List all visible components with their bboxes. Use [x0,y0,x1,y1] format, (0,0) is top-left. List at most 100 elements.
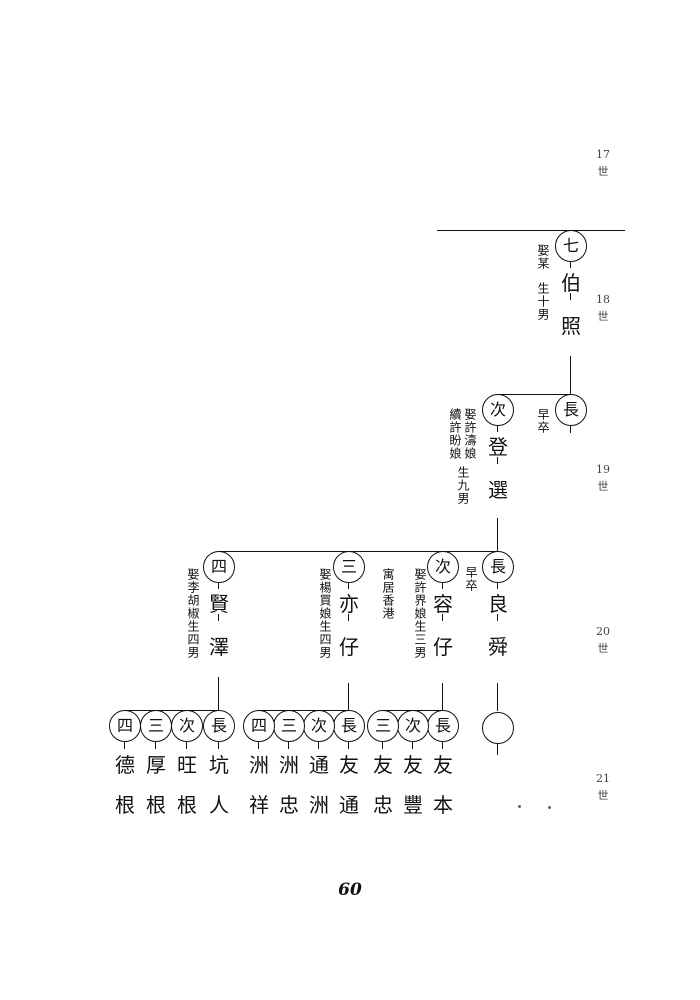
connector-tick [348,582,349,589]
person-name-char: 仔 [433,635,453,659]
person-name-char: 坑 [209,753,229,777]
birth-order-badge: 次 [482,394,514,426]
connector-tick [348,614,349,621]
person-name-char: 友 [373,753,393,777]
connector-line-to-gen19 [570,356,571,394]
person-node: 四 洲 祥 [243,710,275,820]
connector-tick [570,261,571,268]
connector-tick [218,741,219,749]
generation-number: 18 [596,293,610,306]
generation-word: 世 [597,480,609,493]
connector-line-to-gen20 [497,518,498,551]
birth-order-badge: 次 [171,710,203,742]
connector-tick [318,741,319,749]
person-node: 三 友 忠 [367,710,399,820]
person-node: 長 [555,394,587,434]
birth-order-badge: 長 [482,551,514,583]
person-name-char: 本 [433,793,453,817]
person-name-char: 友 [403,753,423,777]
connector-tick [497,614,498,621]
generation-label-18: 18 世 [592,293,614,324]
person-note: 娶某 [536,244,550,270]
person-note: 娶許界娘生三男 [413,568,427,659]
birth-order-badge: 三 [273,710,305,742]
birth-order-badge: 四 [109,710,141,742]
person-name-char: 旺 [177,753,197,777]
connector-tick [288,741,289,749]
connector-line-gen19 [497,394,571,395]
person-name-char: 忠 [279,793,299,817]
person-note: 娶許濤娘 [463,408,477,460]
connector-tick [497,457,498,464]
generation-label-17: 17 世 [592,148,614,179]
connector-tick [186,741,187,749]
generation-label-21: 21 世 [592,772,614,803]
person-name-char: 根 [115,793,135,817]
person-node: 四 賢 澤 [203,551,235,677]
scan-speck [548,806,551,809]
empty-badge [482,712,514,744]
connector-line-to-gen21 [218,677,219,711]
person-name-char: 根 [146,793,166,817]
connector-tick [218,614,219,621]
generation-number: 19 [596,463,610,476]
person-name-char: 洲 [309,793,329,817]
person-node: 長 坑 人 [203,710,235,820]
person-node: 三 亦 仔 [333,551,365,683]
person-node: 次 通 洲 [303,710,335,820]
birth-order-badge: 長 [427,710,459,742]
person-note: 娶李胡椒生四男 [186,568,200,659]
person-name-char: 亦 [339,592,359,616]
person-node: 三 厚 根 [140,710,172,820]
person-name-char: 德 [115,753,135,777]
person-note: 生十男 [536,282,550,321]
connector-tick [348,741,349,749]
person-name-char: 仔 [339,635,359,659]
connector-line-gen21-xianze [125,710,219,711]
connector-line-gen21-yizai [258,710,349,711]
person-name-char: 容 [433,592,453,616]
person-node: 四 德 根 [109,710,141,820]
generation-word: 世 [597,310,609,323]
birth-order-badge: 長 [333,710,365,742]
birth-order-badge: 三 [140,710,172,742]
connector-tick [382,741,383,749]
generation-number: 20 [596,625,610,638]
birth-order-badge: 次 [303,710,335,742]
birth-order-badge: 四 [243,710,275,742]
person-note: 寓居香港 [381,568,395,620]
person-name-char: 照 [561,314,581,338]
person-name-char: 厚 [146,753,166,777]
birth-order-badge: 三 [333,551,365,583]
scan-speck [518,805,521,808]
connector-line-gen20 [218,551,498,552]
birth-order-badge: 長 [555,394,587,426]
connector-tick [497,743,498,755]
person-note: 娶楊買娘生四男 [318,568,332,659]
person-node: 長 友 通 [333,710,365,820]
person-name-char: 根 [177,793,197,817]
person-node: 長 良 舜 [482,551,514,683]
birth-order-badge: 長 [203,710,235,742]
connector-tick [218,582,219,589]
person-name-char: 祥 [249,793,269,817]
page-number: 60 [338,880,362,900]
person-note: 早卒 [536,408,550,434]
connector-tick [570,293,571,300]
person-node: 次 容 仔 [427,551,459,683]
person-name-char: 賢 [209,592,229,616]
person-note: 早卒 [464,566,478,592]
generation-word: 世 [597,165,609,178]
person-note: 生九男 [456,466,470,505]
generation-label-19: 19 世 [592,463,614,494]
person-name-char: 舜 [488,635,508,659]
birth-order-badge: 次 [427,551,459,583]
person-name-char: 友 [339,753,359,777]
connector-tick [442,614,443,621]
birth-order-badge: 四 [203,551,235,583]
connector-tick [412,741,413,749]
person-name-char: 澤 [209,635,229,659]
generation-number: 17 [596,148,610,161]
connector-tick [497,425,498,432]
